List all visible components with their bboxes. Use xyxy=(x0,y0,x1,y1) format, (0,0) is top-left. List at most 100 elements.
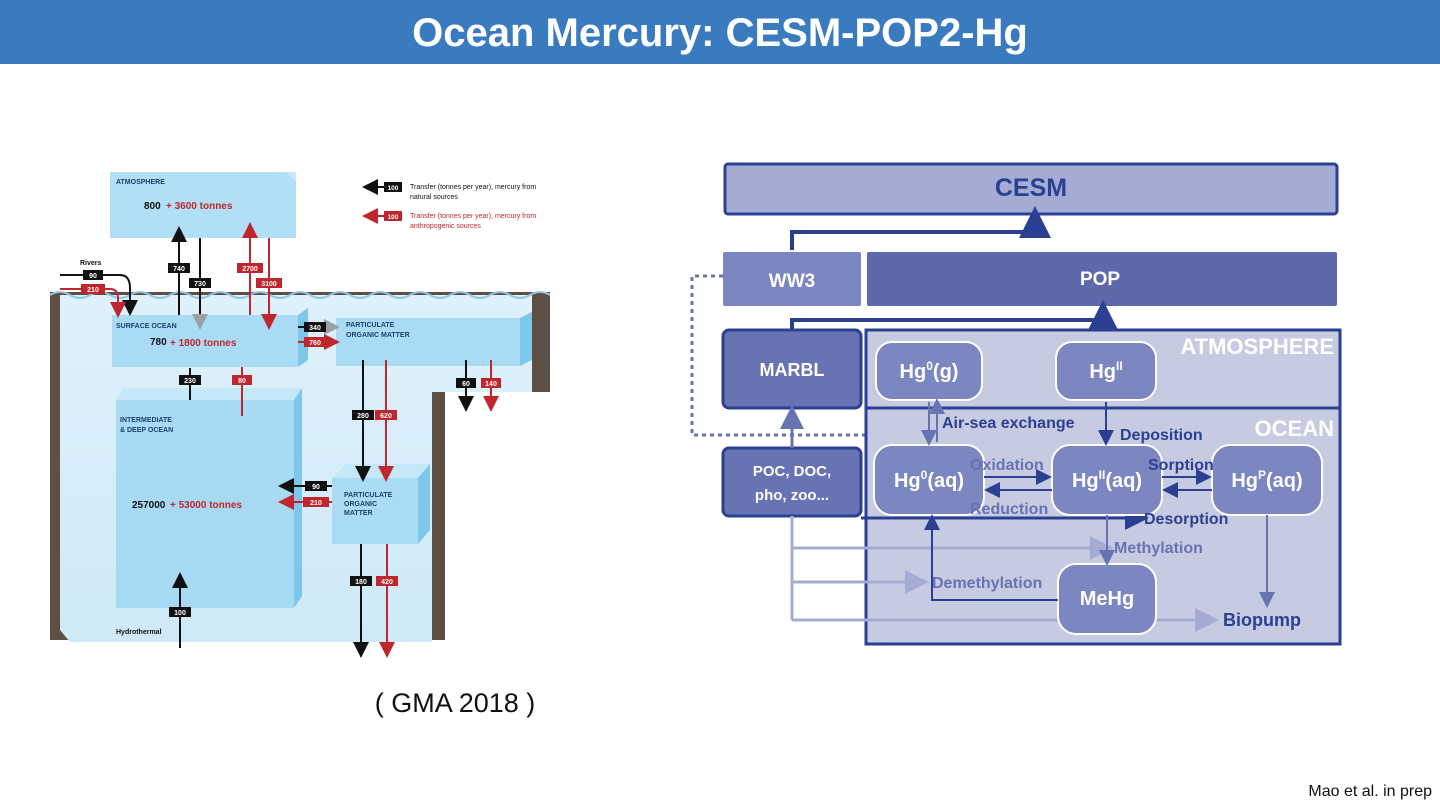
svg-text:210: 210 xyxy=(310,500,322,507)
poc-label-line1: POC, DOC, xyxy=(753,463,831,480)
atmosphere-panel-label: ATMOSPHERE xyxy=(1180,334,1334,359)
deep-ocean-box xyxy=(116,400,294,608)
atmosphere-label: ATMOSPHERE xyxy=(116,179,165,186)
svg-text:140: 140 xyxy=(485,381,497,388)
hgii-node xyxy=(1055,341,1157,401)
flow-evasion-anthro: 2700 xyxy=(237,263,263,273)
flow-rivers-natural: 90 xyxy=(83,270,103,280)
deep-sediments-label: Deep ocean sediments xyxy=(234,650,310,657)
svg-text:90: 90 xyxy=(312,484,320,491)
air-sea-label: Air-sea exchange xyxy=(942,415,1075,432)
svg-text:180: 180 xyxy=(355,579,367,586)
legend-anthro-value: 100 xyxy=(388,214,399,221)
coastal-label: Coastal sediments xyxy=(452,413,514,420)
pom-deep-label2: ORGANIC xyxy=(344,501,377,508)
marbl-label: MARBL xyxy=(760,360,825,380)
demethylation-label: Demethylation xyxy=(932,575,1042,592)
flow-sinking-anthro: 620 xyxy=(375,410,397,420)
hg0g-label: Hg0(g) xyxy=(900,359,959,383)
svg-text:620: 620 xyxy=(380,413,392,420)
atmosphere-natural: 800 xyxy=(144,201,161,212)
pom-deep-label1: PARTICULATE xyxy=(344,492,393,499)
svg-text:210: 210 xyxy=(87,287,99,294)
deep-natural: 257000 xyxy=(132,500,166,511)
svg-text:420: 420 xyxy=(381,579,393,586)
surface-ocean-label: SURFACE OCEAN xyxy=(116,323,177,330)
svg-text:90: 90 xyxy=(89,273,97,280)
oxidation-label: Oxidation xyxy=(970,457,1044,474)
cesm-label: CESM xyxy=(995,174,1067,202)
mercury-budget-diagram: ATMOSPHERE 800 + 3600 tonnes SURFACE OCE… xyxy=(50,172,551,658)
hgpaq-label: HgP(aq) xyxy=(1231,468,1302,492)
deep-ocean-label1: INTERMEDIATE xyxy=(120,417,172,424)
flow-surface-pom-natural: 340 xyxy=(304,322,326,332)
deposition-label: Deposition xyxy=(1120,427,1203,444)
pom-surface-label1: PARTICULATE xyxy=(346,322,395,329)
flow-sinking-natural: 280 xyxy=(352,410,374,420)
legend-anthro-line2: anthropogenic sources xyxy=(410,223,481,230)
svg-text:760: 760 xyxy=(309,340,321,347)
atmosphere-anthro: + 3600 tonnes xyxy=(166,201,233,212)
legend-natural-line2: natural sources xyxy=(410,194,458,201)
surface-natural: 780 xyxy=(150,337,167,348)
flow-deposition-anthro: 3100 xyxy=(256,278,282,288)
sorption-label: Sorption xyxy=(1148,457,1214,474)
poc-label-line2: pho, zoo... xyxy=(755,487,829,504)
flow-upwelling-natural: 230 xyxy=(179,375,201,385)
deep-ocean-label2: & DEEP OCEAN xyxy=(120,427,173,434)
ww3-box xyxy=(723,252,861,306)
legend-anthro-line1: Transfer (tonnes per year), mercury from xyxy=(410,213,536,220)
hydrothermal-label: Hydrothermal xyxy=(116,629,162,636)
flow-rivers-anthro: 210 xyxy=(81,284,105,294)
flow-deposition-natural: 730 xyxy=(189,278,211,288)
ocean-panel-label: OCEAN xyxy=(1255,416,1334,441)
ocean-surface-wave xyxy=(50,291,551,299)
svg-text:280: 280 xyxy=(357,413,369,420)
svg-text:740: 740 xyxy=(173,266,185,273)
poc-box xyxy=(721,446,863,518)
biopump-label: Biopump xyxy=(1223,610,1301,630)
flow-burial-anthro: 420 xyxy=(376,576,398,586)
mehg-label: MeHg xyxy=(1080,588,1134,610)
reduction-label: Reduction xyxy=(970,501,1048,518)
slide-title: Ocean Mercury: CESM-POP2-Hg xyxy=(412,11,1028,55)
hgiiaq-label: HgII(aq) xyxy=(1072,468,1142,492)
hg0aq-label: Hg0(aq) xyxy=(894,468,964,492)
hgii-label: HgII xyxy=(1089,359,1122,383)
model-schematic: CESM WW3 POP ATMOSPHERE OCEAN MARBL POC,… xyxy=(690,162,1342,646)
svg-text:3100: 3100 xyxy=(261,281,277,288)
surface-anthro: + 1800 tonnes xyxy=(170,338,237,349)
pom-deep-label3: MATTER xyxy=(344,510,373,517)
flow-remin-anthro: 210 xyxy=(303,497,329,507)
flow-downwelling-anthro: 80 xyxy=(232,375,252,385)
rivers-label: Rivers xyxy=(80,260,102,267)
legend-natural-line1: Transfer (tonnes per year), mercury from xyxy=(410,184,536,191)
svg-text:230: 230 xyxy=(184,378,196,385)
svg-text:80: 80 xyxy=(238,378,246,385)
flow-remin-natural: 90 xyxy=(305,481,327,491)
diagram-caption: ( GMA 2018 ) xyxy=(374,688,536,718)
legend-natural-value: 100 xyxy=(388,185,399,192)
svg-text:340: 340 xyxy=(309,325,321,332)
methylation-label: Methylation xyxy=(1114,540,1203,557)
ww3-label: WW3 xyxy=(769,271,815,292)
deep-anthro: + 53000 tonnes xyxy=(170,500,242,511)
flow-coastal-anthro: 140 xyxy=(481,378,501,388)
flow-surface-pom-anthro: 760 xyxy=(304,337,326,347)
svg-text:2700: 2700 xyxy=(242,266,258,273)
svg-text:730: 730 xyxy=(194,281,206,288)
desorption-label: Desorption xyxy=(1144,511,1228,528)
flow-evasion-natural: 740 xyxy=(168,263,190,273)
pop-box xyxy=(867,252,1337,306)
pop-label: POP xyxy=(1080,269,1120,290)
flow-hydrothermal-natural: 100 xyxy=(169,607,191,617)
svg-text:60: 60 xyxy=(462,381,470,388)
title-bar xyxy=(0,0,1440,64)
flow-burial-natural: 180 xyxy=(350,576,372,586)
pom-deep-box xyxy=(332,478,418,544)
pom-surface-box xyxy=(336,318,520,366)
svg-text:100: 100 xyxy=(174,610,186,617)
pom-surface-label2: ORGANIC MATTER xyxy=(346,332,410,339)
flow-coastal-natural: 60 xyxy=(456,378,476,388)
credit-text: Mao et al. in prep xyxy=(1308,783,1432,800)
